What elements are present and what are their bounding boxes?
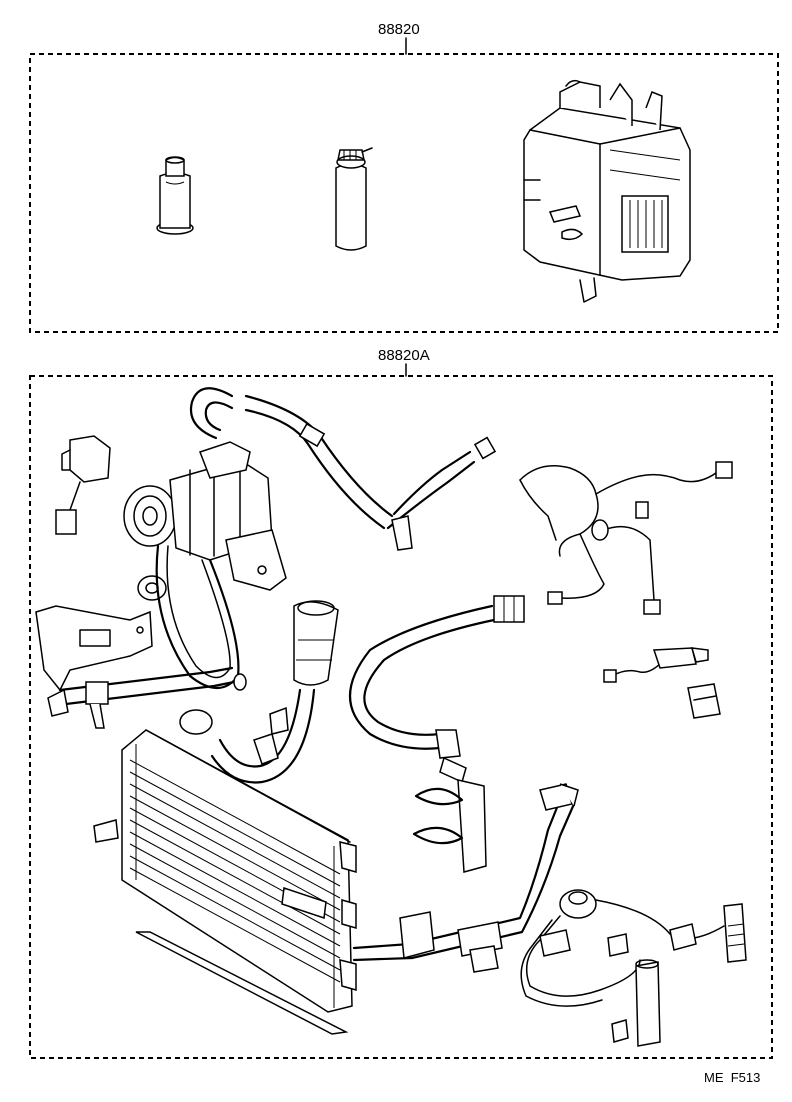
pressure-switch-assembly <box>520 889 747 1047</box>
discharge-pipe-left <box>47 666 247 729</box>
seal-strip <box>135 931 349 1035</box>
condenser <box>93 729 357 1013</box>
mounting-bracket <box>35 605 153 692</box>
bottom-group-label: 88820A <box>378 347 430 364</box>
flex-hose <box>179 600 339 784</box>
drive-belt-inner <box>166 545 231 679</box>
drive-belt <box>155 544 240 690</box>
suction-hose <box>189 387 497 551</box>
relay-switch <box>55 435 111 535</box>
bushing-part <box>156 156 194 235</box>
diagram-code: ME F513 <box>704 1070 760 1085</box>
liquid-hose <box>349 595 525 784</box>
discharge-line <box>352 783 579 973</box>
wire-harness <box>519 461 733 615</box>
top-group-frame <box>29 53 779 333</box>
cooling-unit <box>523 79 691 303</box>
bottom-group-frame <box>29 375 773 1059</box>
receiver-drier <box>335 147 373 251</box>
top-group-label: 88820 <box>378 21 420 38</box>
clamp-bracket <box>412 779 487 873</box>
thermo-switch <box>603 647 721 719</box>
compressor <box>123 441 287 601</box>
